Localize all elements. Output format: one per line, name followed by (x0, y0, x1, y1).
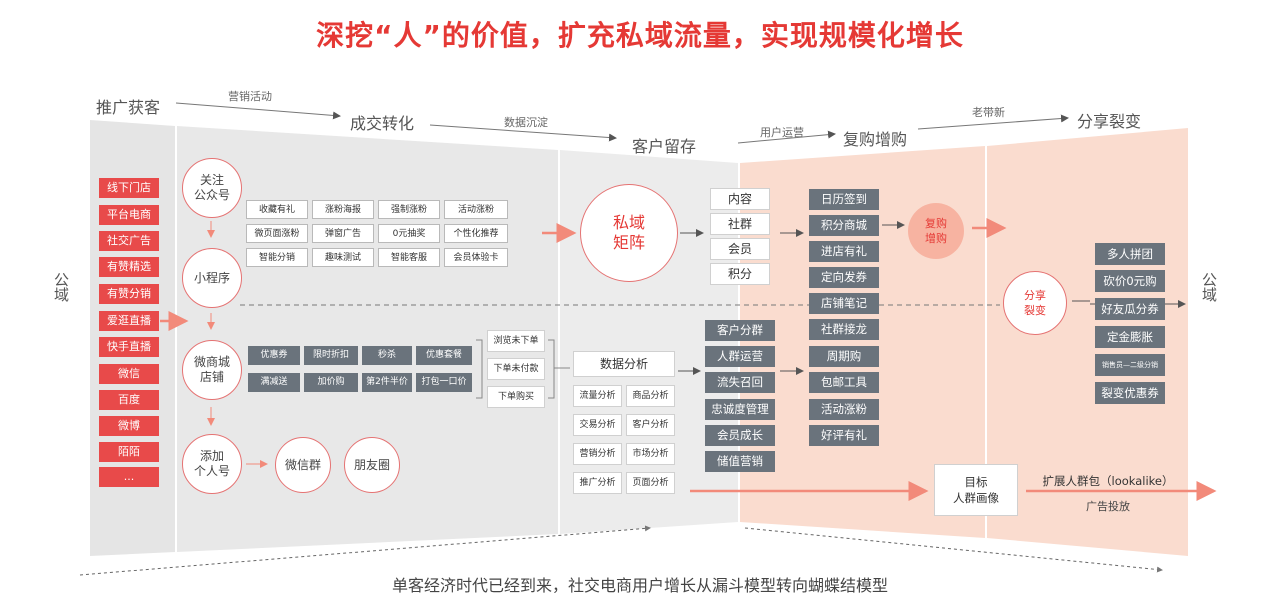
tag: 强制涨粉 (378, 200, 440, 219)
repurchase-circle: 复购 增购 (908, 203, 964, 259)
wechat-group-circle: 微信群 (275, 437, 331, 493)
data-analysis-title: 数据分析 (573, 351, 675, 377)
tag: 微页面涨粉 (246, 224, 308, 243)
share-tool: 砍价0元购 (1095, 270, 1165, 292)
repurchase-tool: 店铺笔记 (809, 293, 879, 314)
repurchase-tool: 包邮工具 (809, 372, 879, 393)
channel-item: 爱逛直播 (99, 311, 159, 331)
promo-tag: 加价购 (304, 373, 358, 392)
analysis-item: 推广分析 (573, 472, 622, 494)
mini-program-circle: 小程序 (182, 248, 242, 308)
tag: 会员体验卡 (444, 248, 508, 267)
arrow-label-referral: 老带新 (972, 106, 1005, 119)
page-title: 深挖“人”的价值，扩充私域流量，实现规模化增长 (316, 19, 964, 52)
channel-item: 有赞分销 (99, 284, 159, 304)
promo-tag: 打包一口价 (416, 373, 472, 392)
panel-share (987, 128, 1188, 556)
share-tool: 多人拼团 (1095, 243, 1165, 265)
tag: 弹窗广告 (312, 224, 374, 243)
channel-item: 有赞精选 (99, 257, 159, 277)
public-domain-right: 公域 (1200, 272, 1218, 302)
customer-ops-item: 忠诚度管理 (705, 399, 775, 420)
lookalike-label: 扩展人群包（lookalike） (1042, 474, 1174, 488)
stage-repurchase: 复购增购 (843, 130, 908, 149)
channel-item: 平台电商 (99, 205, 159, 225)
stage-share: 分享裂变 (1077, 112, 1142, 131)
tag: 趣味测试 (312, 248, 374, 267)
repurchase-tool: 积分商城 (809, 215, 879, 236)
analysis-item: 营销分析 (573, 443, 622, 465)
promo-tag: 优惠券 (248, 346, 300, 365)
official-account-circle: 关注 公众号 (182, 158, 242, 218)
repurchase-tool: 进店有礼 (809, 241, 879, 262)
tag: 收藏有礼 (246, 200, 308, 219)
customer-ops-item: 储值营销 (705, 451, 775, 472)
promo-tag: 优惠套餐 (416, 346, 472, 365)
arrow-label-user-ops: 用户运营 (760, 126, 804, 139)
tag: 0元抽奖 (378, 224, 440, 243)
repurchase-tool: 日历签到 (809, 189, 879, 210)
share-circle: 分享 裂变 (1003, 271, 1067, 335)
matrix-item: 内容 (710, 188, 770, 210)
repurchase-tool: 社群接龙 (809, 319, 879, 340)
footer-caption: 单客经济时代已经到来，社交电商用户增长从漏斗模型转向蝴蝶结模型 (391, 576, 888, 595)
order-state: 下单购买 (487, 386, 545, 408)
channel-item: 快手直播 (99, 337, 159, 357)
share-tool: 销售员—二级分销 (1095, 354, 1165, 376)
channel-item: 微信 (99, 364, 159, 384)
promo-tag: 满减送 (248, 373, 300, 392)
arrow-label-marketing: 营销活动 (228, 90, 272, 103)
personal-account-circle: 添加 个人号 (182, 434, 242, 494)
stage-convert: 成交转化 (350, 114, 415, 133)
matrix-item: 社群 (710, 213, 770, 235)
public-domain-left: 公域 (52, 272, 70, 302)
analysis-item: 流量分析 (573, 385, 622, 407)
channel-item: 陌陌 (99, 442, 159, 462)
channel-item: ... (99, 467, 159, 487)
arrow-label-data: 数据沉淀 (504, 116, 548, 129)
repurchase-tool: 定向发券 (809, 267, 879, 288)
customer-ops-item: 人群运营 (705, 346, 775, 367)
channel-item: 社交广告 (99, 231, 159, 251)
order-state: 浏览未下单 (487, 330, 545, 352)
share-tool: 裂变优惠券 (1095, 382, 1165, 404)
analysis-item: 交易分析 (573, 414, 622, 436)
promo-tag: 第2件半价 (362, 373, 412, 392)
promo-tag: 秒杀 (362, 346, 412, 365)
channel-item: 线下门店 (99, 178, 159, 198)
target-persona-box: 目标 人群画像 (934, 464, 1018, 516)
private-matrix-circle: 私域 矩阵 (580, 184, 678, 282)
promo-tag: 限时折扣 (304, 346, 358, 365)
stage-acquire: 推广获客 (96, 98, 161, 117)
matrix-item: 积分 (710, 263, 770, 285)
analysis-item: 市场分析 (626, 443, 675, 465)
tag: 个性化推荐 (444, 224, 508, 243)
tag: 涨粉海报 (312, 200, 374, 219)
matrix-item: 会员 (710, 238, 770, 260)
tag: 智能客服 (378, 248, 440, 267)
analysis-item: 客户分析 (626, 414, 675, 436)
share-tool: 定金膨胀 (1095, 326, 1165, 348)
analysis-item: 商品分析 (626, 385, 675, 407)
channel-item: 百度 (99, 390, 159, 410)
moments-circle: 朋友圈 (344, 437, 400, 493)
ad-delivery-label: 广告投放 (1086, 500, 1130, 513)
customer-ops-item: 流失召回 (705, 372, 775, 393)
tag: 活动涨粉 (444, 200, 508, 219)
tag: 智能分销 (246, 248, 308, 267)
repurchase-tool: 活动涨粉 (809, 399, 879, 420)
customer-ops-item: 客户分群 (705, 320, 775, 341)
channel-item: 微博 (99, 416, 159, 436)
order-state: 下单未付款 (487, 358, 545, 380)
shop-circle: 微商城 店铺 (182, 340, 242, 400)
repurchase-tool: 周期购 (809, 346, 879, 367)
analysis-item: 页面分析 (626, 472, 675, 494)
share-tool: 好友瓜分券 (1095, 298, 1165, 320)
stage-retain: 客户留存 (632, 137, 697, 156)
repurchase-tool: 好评有礼 (809, 425, 879, 446)
customer-ops-item: 会员成长 (705, 425, 775, 446)
